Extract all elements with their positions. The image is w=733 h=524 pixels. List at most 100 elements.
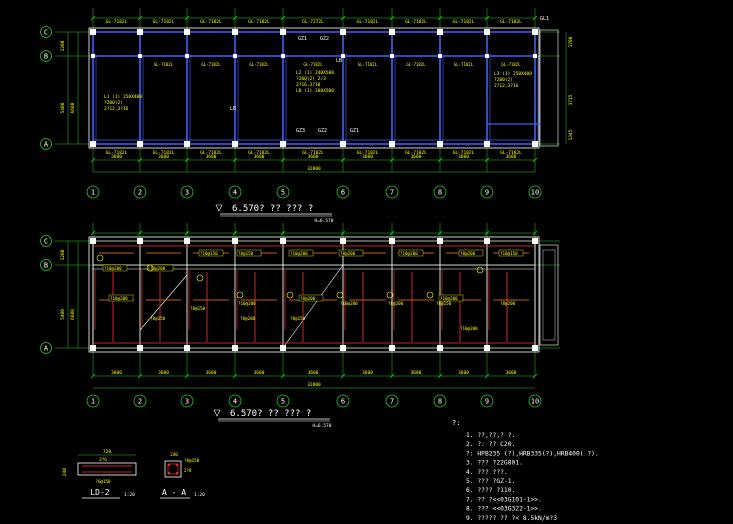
slab-label-box bbox=[398, 249, 424, 257]
dim-tick bbox=[184, 230, 190, 236]
beam-label: GL-7182L bbox=[302, 150, 324, 156]
bar-mark bbox=[146, 264, 154, 272]
axis-label: 7 bbox=[390, 398, 394, 406]
column bbox=[137, 29, 143, 35]
span-dim: 3600 bbox=[206, 154, 217, 160]
column bbox=[137, 345, 143, 351]
beam-note: L1 (1) 250X400 bbox=[104, 94, 142, 100]
axis-label: A bbox=[44, 345, 49, 353]
axis-label: 8 bbox=[438, 398, 442, 406]
axis-label: 10 bbox=[531, 398, 539, 406]
axis-bubble-4 bbox=[228, 394, 242, 408]
level-symbol bbox=[215, 204, 223, 212]
column bbox=[281, 54, 285, 58]
dim-tick bbox=[340, 373, 346, 379]
span-dim: 3600 bbox=[411, 370, 422, 376]
member-tag: GZ2 bbox=[318, 128, 327, 134]
beam-label: GL-7182L bbox=[200, 19, 222, 25]
rebar-label: ?8@200 bbox=[500, 301, 516, 306]
axis-label: 8 bbox=[438, 189, 442, 197]
column bbox=[184, 29, 190, 35]
slab-label-box bbox=[298, 294, 324, 302]
bar-mark bbox=[336, 291, 344, 299]
elevation: H=6.570 bbox=[313, 423, 332, 429]
ld2-bar: 2?6 bbox=[99, 457, 107, 462]
bar-mark bbox=[426, 291, 434, 299]
slab-label: ?10@200 bbox=[440, 296, 458, 301]
slab-label: ?8@200 bbox=[300, 296, 316, 301]
span-dim: 3600 bbox=[308, 154, 319, 160]
elevation: H=6.570 bbox=[315, 218, 334, 224]
dim-tick bbox=[280, 157, 286, 163]
aa-stirrup bbox=[167, 463, 179, 475]
beam-label: GL-7182L bbox=[153, 19, 175, 25]
beam-note: L2 (1) 240X500 bbox=[296, 70, 334, 76]
beam-label: GL-7182L bbox=[405, 150, 427, 156]
slab-label-box bbox=[148, 264, 174, 272]
column bbox=[532, 238, 538, 244]
column bbox=[389, 29, 395, 35]
note-item: 2. ?: ?? C20. bbox=[466, 441, 515, 448]
slab-label: ?10@200 bbox=[290, 251, 308, 256]
left-dim: 1200 bbox=[60, 40, 66, 51]
left-dim: 5400 bbox=[60, 102, 66, 113]
dim-tick bbox=[437, 157, 443, 163]
dim-tick bbox=[437, 15, 443, 21]
axis-label: 3 bbox=[185, 189, 189, 197]
member-tag: GL1 bbox=[540, 16, 549, 22]
dim-tick bbox=[232, 15, 238, 21]
dim-tick bbox=[484, 15, 490, 21]
column bbox=[533, 54, 537, 58]
axis-label: 6 bbox=[341, 398, 345, 406]
rebar-label: ?8@150 bbox=[436, 301, 452, 306]
dim-tick bbox=[137, 230, 143, 236]
beam-label: GL-7182L bbox=[248, 150, 270, 156]
inner-beam-label: GL-7182L bbox=[201, 62, 221, 67]
bar-mark bbox=[196, 274, 204, 282]
note-item: 1. ??,??,? ?. bbox=[466, 432, 515, 439]
dim-tick bbox=[389, 15, 395, 21]
rebar-label: ?10@200 bbox=[340, 301, 358, 306]
column bbox=[340, 141, 346, 147]
beam-label: GL-7182L bbox=[153, 150, 175, 156]
note-item: 9. ????? ?? ?< 8.5kN/m?3 bbox=[466, 515, 557, 522]
column bbox=[90, 141, 96, 147]
axis-bubble-9 bbox=[480, 185, 494, 199]
column bbox=[437, 345, 443, 351]
slab-label: ?8@200 bbox=[340, 251, 356, 256]
axis-bubble-9 bbox=[480, 394, 494, 408]
column bbox=[232, 141, 238, 147]
dim-tick bbox=[137, 157, 143, 163]
outer-wall bbox=[88, 236, 540, 353]
beam-note: L3 (1) 250X400 bbox=[494, 71, 532, 77]
beam-label: GL-7182L bbox=[248, 19, 270, 25]
beam-label: GL-7182L bbox=[500, 150, 522, 156]
slab-label: ?10@200 bbox=[110, 296, 128, 301]
beam-label: GL-7182L bbox=[453, 150, 475, 156]
dim-tick bbox=[280, 230, 286, 236]
axis-bubble-2 bbox=[133, 185, 147, 199]
span-dim: 3600 bbox=[254, 370, 265, 376]
axis-label: C bbox=[44, 29, 48, 37]
level-symbol bbox=[213, 409, 221, 417]
axis-bubble-3 bbox=[180, 185, 194, 199]
column bbox=[232, 345, 238, 351]
dim-tick bbox=[437, 373, 443, 379]
axis-bubble-1 bbox=[86, 185, 100, 199]
inner-beam-label: GL-7182L bbox=[358, 62, 378, 67]
axis-bubble-3 bbox=[180, 394, 194, 408]
beam-label: GL-7182L bbox=[106, 150, 128, 156]
axis-bubble-5 bbox=[276, 394, 290, 408]
slab-label-box bbox=[498, 249, 524, 257]
beam-note: LB (1) 200X500 bbox=[296, 88, 334, 94]
beam-note: ?200(2) 2/3 bbox=[296, 76, 326, 82]
beam-label: GL-7182L bbox=[357, 150, 379, 156]
span-dim: 3600 bbox=[506, 370, 517, 376]
note-item: 3. ??? ?22G801. bbox=[466, 460, 523, 467]
rebar-label: ?8@150 bbox=[150, 316, 166, 321]
column bbox=[341, 54, 345, 58]
column bbox=[137, 238, 143, 244]
rebar-label: ?8@150 bbox=[190, 306, 206, 311]
column bbox=[90, 345, 96, 351]
dim-tick bbox=[389, 157, 395, 163]
